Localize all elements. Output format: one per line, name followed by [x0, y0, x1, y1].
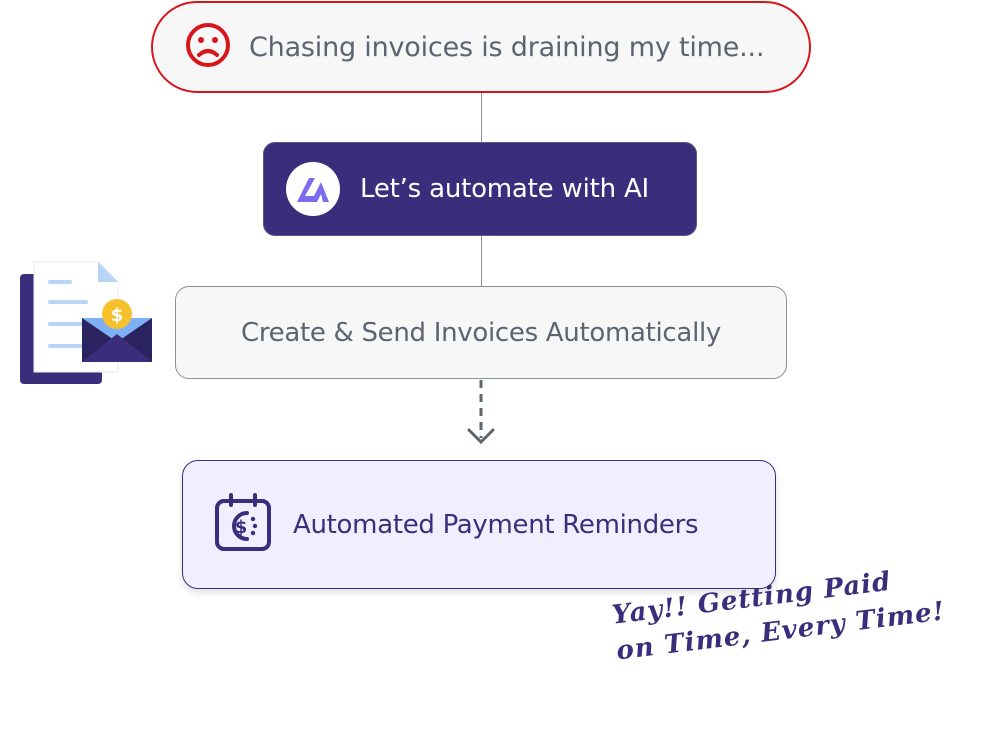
problem-node: Chasing invoices is draining my time... — [151, 1, 811, 93]
connector-ai-to-create — [481, 236, 482, 286]
automate-with-ai-node[interactable]: Let’s automate with AI — [263, 142, 697, 236]
sad-face-icon — [185, 22, 231, 72]
create-send-invoices-node[interactable]: Create & Send Invoices Automatically — [175, 286, 787, 379]
reminders-label: Automated Payment Reminders — [293, 509, 699, 540]
ai-logo-icon — [286, 162, 340, 216]
ai-label: Let’s automate with AI — [360, 174, 650, 204]
svg-text:$: $ — [235, 517, 248, 538]
problem-label: Chasing invoices is draining my time... — [249, 31, 765, 63]
connector-problem-to-ai — [481, 93, 482, 142]
create-label: Create & Send Invoices Automatically — [240, 317, 721, 348]
calendar-dollar-icon: $ — [213, 492, 273, 557]
payment-reminders-node[interactable]: $ Automated Payment Reminders — [182, 460, 776, 589]
svg-text:$: $ — [111, 305, 124, 326]
dashed-arrow-down-icon — [466, 378, 496, 452]
invoice-envelope-icon: $ — [18, 260, 158, 394]
